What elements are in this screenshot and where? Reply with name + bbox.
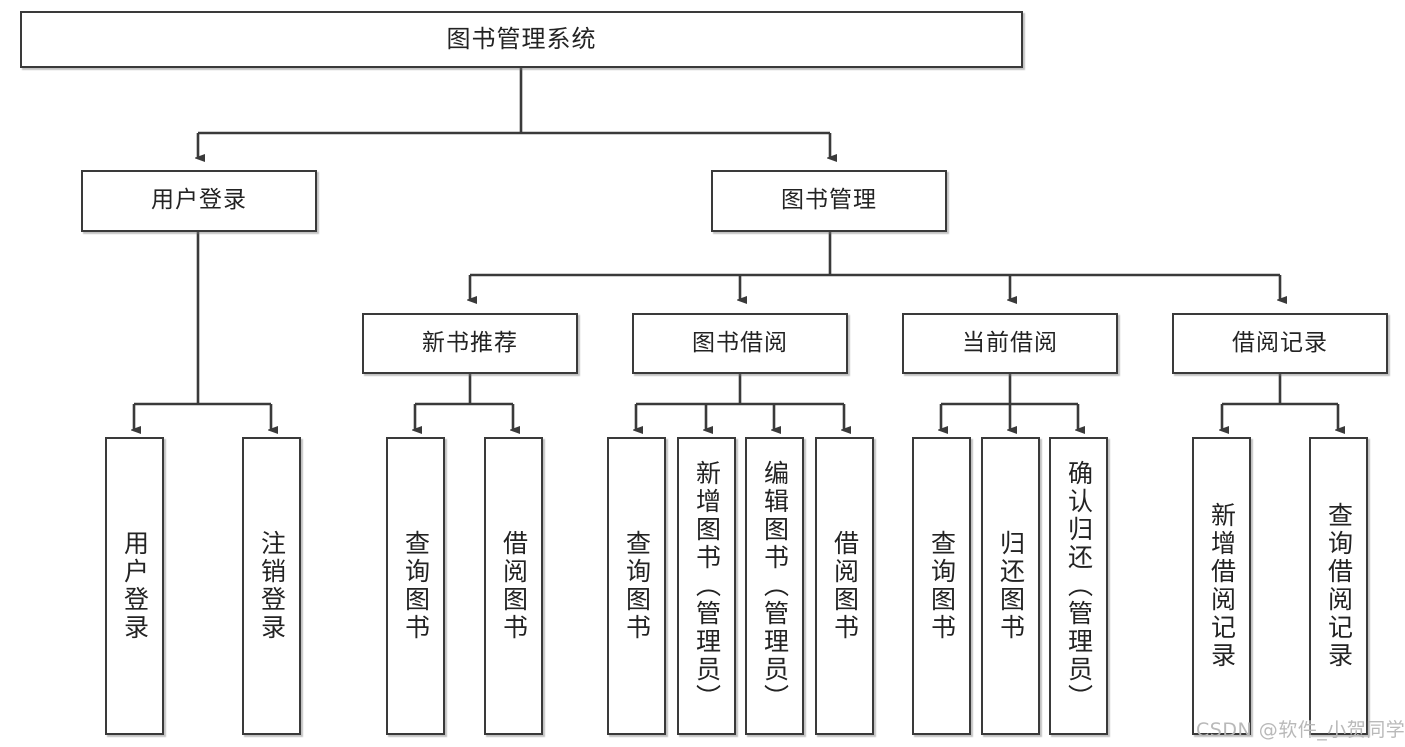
node-label: 图书借阅: [692, 329, 788, 356]
node-book-management[interactable]: 图书管理: [711, 170, 947, 232]
node-label: 新增图书（管理员）: [692, 460, 722, 712]
node-label: 查询图书: [927, 530, 957, 642]
node-label: 用户登录: [151, 187, 247, 214]
leaf-current-query-book[interactable]: 查询图书: [912, 437, 971, 735]
leaf-current-confirm-return-admin[interactable]: 确认归还（管理员）: [1049, 437, 1108, 735]
leaf-user-login-logout[interactable]: 注销登录: [242, 437, 301, 735]
node-label: 查询借阅记录: [1324, 502, 1354, 670]
node-label: 新增借阅记录: [1207, 502, 1237, 670]
node-label: 当前借阅: [962, 329, 1058, 356]
node-user-login[interactable]: 用户登录: [81, 170, 317, 232]
node-label: 借阅记录: [1232, 329, 1328, 356]
node-label: 用户登录: [120, 530, 150, 642]
node-label: 注销登录: [257, 530, 287, 642]
leaf-record-add-record[interactable]: 新增借阅记录: [1192, 437, 1251, 735]
node-label: 归还图书: [996, 530, 1026, 642]
leaf-record-query-record[interactable]: 查询借阅记录: [1309, 437, 1368, 735]
leaf-borrow-edit-book-admin[interactable]: 编辑图书（管理员）: [745, 437, 804, 735]
csdn-watermark: CSDN @软件_小贺同学: [1196, 719, 1405, 741]
node-label: 图书管理: [781, 187, 877, 214]
node-label: 借阅图书: [499, 530, 529, 642]
node-label: 借阅图书: [830, 530, 860, 642]
node-label: 查询图书: [622, 530, 652, 642]
node-borrow-record[interactable]: 借阅记录: [1172, 313, 1388, 374]
leaf-borrow-query-book[interactable]: 查询图书: [607, 437, 666, 735]
leaf-current-return-book[interactable]: 归还图书: [981, 437, 1040, 735]
leaf-recommend-borrow-book[interactable]: 借阅图书: [484, 437, 543, 735]
node-label: 编辑图书（管理员）: [760, 460, 790, 712]
node-book-borrow[interactable]: 图书借阅: [632, 313, 848, 374]
leaf-borrow-add-book-admin[interactable]: 新增图书（管理员）: [677, 437, 736, 735]
node-label: 查询图书: [401, 530, 431, 642]
leaf-recommend-query-book[interactable]: 查询图书: [386, 437, 445, 735]
node-label: 图书管理系统: [446, 25, 597, 54]
node-root-system[interactable]: 图书管理系统: [20, 11, 1023, 68]
node-current-borrow[interactable]: 当前借阅: [902, 313, 1118, 374]
node-new-book-recommend[interactable]: 新书推荐: [362, 313, 578, 374]
leaf-user-login-login[interactable]: 用户登录: [105, 437, 164, 735]
leaf-borrow-borrow-book[interactable]: 借阅图书: [815, 437, 874, 735]
node-label: 确认归还（管理员）: [1064, 460, 1094, 712]
node-label: 新书推荐: [422, 329, 518, 356]
